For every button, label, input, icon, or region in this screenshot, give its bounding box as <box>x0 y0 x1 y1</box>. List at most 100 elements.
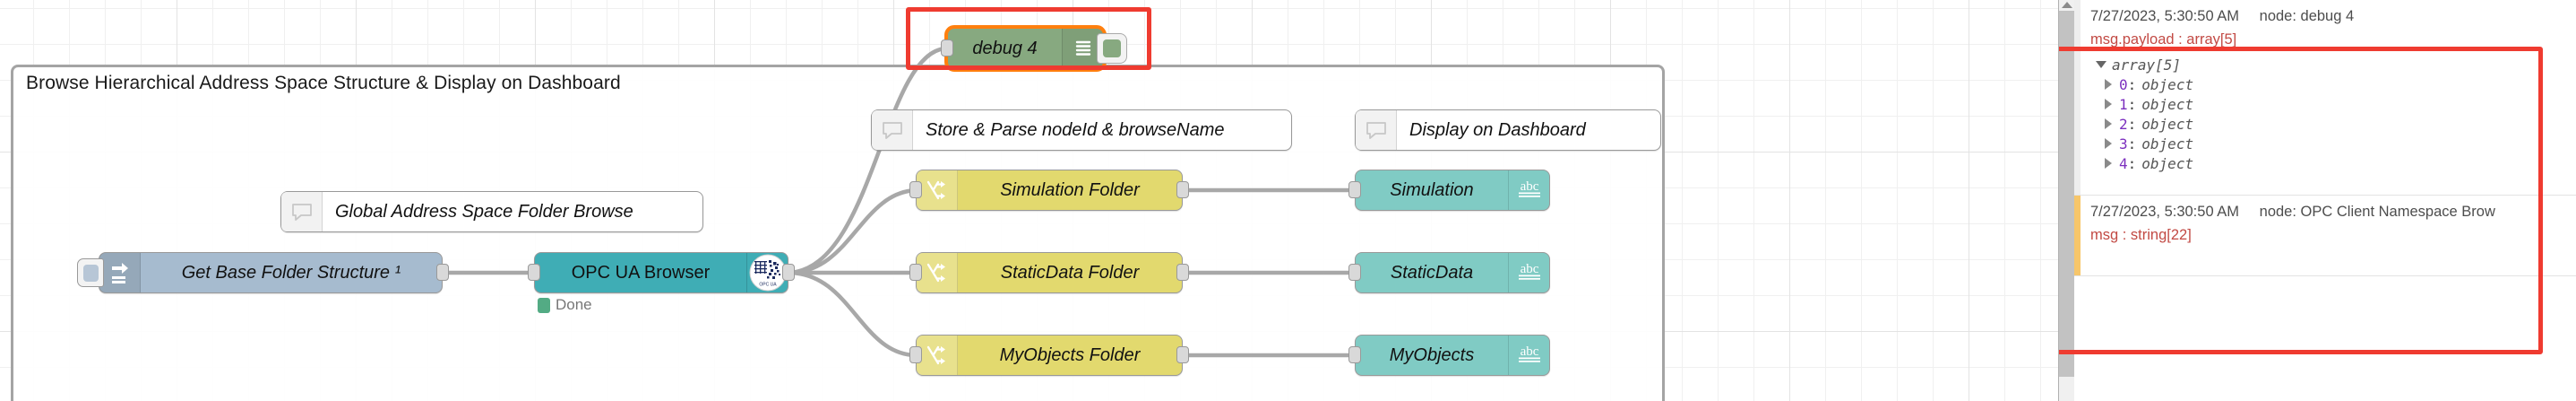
node-output-port[interactable] <box>1176 181 1189 198</box>
tree-colon: : <box>2127 154 2137 172</box>
node-input-port[interactable] <box>1348 264 1361 281</box>
group-title: Browse Hierarchical Address Space Struct… <box>26 73 621 93</box>
debug-message-list[interactable]: 7/27/2023, 5:30:50 AM node: debug 4 msg.… <box>2074 0 2576 401</box>
message-type-bar <box>2074 196 2081 275</box>
caret-down-icon[interactable] <box>2096 61 2106 68</box>
debug-enable-button[interactable] <box>1097 33 1127 64</box>
caret-right-icon[interactable] <box>2105 99 2112 109</box>
tree-root-label: array[5] <box>2112 56 2182 74</box>
tree-row[interactable]: 3 : object <box>2090 134 2565 153</box>
node-debug-4[interactable]: debug 4 <box>941 25 1127 72</box>
debug-scrollbar[interactable] <box>2059 0 2074 401</box>
debug-message[interactable]: 7/27/2023, 5:30:50 AM node: OPC Client N… <box>2074 196 2576 276</box>
node-input-port[interactable] <box>909 181 922 198</box>
node-output-port[interactable] <box>782 264 795 281</box>
tree-value: object <box>2141 115 2194 133</box>
svg-text:abc: abc <box>1520 262 1538 276</box>
flow-canvas[interactable]: Browse Hierarchical Address Space Struct… <box>0 0 2058 401</box>
node-output-port[interactable] <box>436 264 449 281</box>
caret-right-icon[interactable] <box>2105 158 2112 169</box>
tree-row-root[interactable]: array[5] <box>2090 55 2565 74</box>
tree-key: 4 <box>2119 154 2128 172</box>
change-icon <box>917 170 958 210</box>
status-label: Done <box>556 296 592 313</box>
message-timestamp: 7/27/2023, 5:30:50 AM <box>2090 204 2240 220</box>
node-output-port[interactable] <box>1176 346 1189 363</box>
node-change-simulation-folder[interactable]: Simulation Folder <box>909 170 1189 211</box>
node-label: MyObjects <box>1389 344 1475 365</box>
node-comment-display-dashboard[interactable]: Display on Dashboard <box>1355 109 1661 151</box>
message-source-node: node: debug 4 <box>2259 8 2355 24</box>
node-label: Simulation <box>1390 179 1474 200</box>
node-label: Get Base Folder Structure ¹ <box>181 262 401 283</box>
tree-colon: : <box>2127 115 2137 133</box>
tree-key: 1 <box>2119 95 2128 113</box>
node-comment-global-browse[interactable]: Global Address Space Folder Browse <box>280 191 703 232</box>
svg-text:abc: abc <box>1520 179 1538 194</box>
tree-key: 0 <box>2119 75 2128 93</box>
message-property: msg : string[22] <box>2090 227 2192 243</box>
node-opc-ua-browser[interactable]: OPC UA Browser <box>528 252 795 293</box>
node-input-port[interactable] <box>1348 346 1361 363</box>
debug-list-icon <box>1062 29 1103 68</box>
status-dot <box>538 297 550 313</box>
comment-icon <box>1356 110 1397 150</box>
tree-colon: : <box>2127 75 2137 93</box>
node-ui-staticdata[interactable]: StaticData abc <box>1348 252 1550 293</box>
caret-right-icon[interactable] <box>2105 79 2112 90</box>
node-label: StaticData Folder <box>1000 262 1140 283</box>
comment-icon <box>281 192 323 231</box>
opc-ua-logo-icon: OPC UA <box>746 253 788 292</box>
node-change-myobjects-folder[interactable]: MyObjects Folder <box>909 335 1189 376</box>
debug-sidebar: 7/27/2023, 5:30:50 AM node: debug 4 msg.… <box>2058 0 2576 401</box>
node-output-port[interactable] <box>1176 264 1189 281</box>
node-label: Display on Dashboard <box>1409 119 1586 140</box>
message-property: msg.payload : array[5] <box>2090 31 2237 48</box>
svg-text:abc: abc <box>1520 344 1538 359</box>
tree-colon: : <box>2127 95 2137 113</box>
tree-row[interactable]: 1 : object <box>2090 94 2565 114</box>
svg-text:OPC UA: OPC UA <box>759 283 777 288</box>
node-label: MyObjects Folder <box>999 344 1141 365</box>
node-input-port[interactable] <box>528 264 540 281</box>
node-inject-get-base-folder-structure[interactable]: Get Base Folder Structure ¹ <box>77 252 449 293</box>
abc-text-icon: abc <box>1508 253 1549 292</box>
tree-value: object <box>2141 75 2194 93</box>
message-timestamp: 7/27/2023, 5:30:50 AM <box>2090 8 2240 24</box>
node-label: Global Address Space Folder Browse <box>335 201 633 222</box>
caret-right-icon[interactable] <box>2105 138 2112 149</box>
tree-row[interactable]: 2 : object <box>2090 114 2565 134</box>
node-change-staticdata-folder[interactable]: StaticData Folder <box>909 252 1189 293</box>
node-label: StaticData <box>1390 262 1474 283</box>
scroll-up-arrow-icon[interactable] <box>2062 2 2072 8</box>
node-ui-simulation[interactable]: Simulation abc <box>1348 170 1550 211</box>
inject-trigger-button[interactable] <box>77 258 104 287</box>
node-comment-store-parse[interactable]: Store & Parse nodeId & browseName <box>871 109 1292 151</box>
node-input-port[interactable] <box>909 264 922 281</box>
node-input-port[interactable] <box>909 346 922 363</box>
tree-row[interactable]: 4 : object <box>2090 153 2565 173</box>
node-input-port[interactable] <box>1348 181 1361 198</box>
change-icon <box>917 336 958 375</box>
tree-key: 3 <box>2119 135 2128 153</box>
abc-text-icon: abc <box>1508 336 1549 375</box>
caret-right-icon[interactable] <box>2105 118 2112 129</box>
node-input-port[interactable] <box>941 39 953 57</box>
message-header: 7/27/2023, 5:30:50 AM node: OPC Client N… <box>2090 204 2565 221</box>
node-label: Simulation Folder <box>1000 179 1140 200</box>
comment-icon <box>872 110 913 150</box>
tree-value: object <box>2141 135 2194 153</box>
tree-value: object <box>2141 95 2194 113</box>
node-status-done: Done <box>538 296 592 314</box>
tree-row[interactable]: 0 : object <box>2090 74 2565 94</box>
tree-key: 2 <box>2119 115 2128 133</box>
inject-arrow-icon <box>99 253 141 292</box>
message-tree[interactable]: array[5] 0 : object 1 : object <box>2090 55 2565 173</box>
scrollbar-thumb[interactable] <box>2059 11 2074 377</box>
debug-message[interactable]: 7/27/2023, 5:30:50 AM node: debug 4 msg.… <box>2074 0 2576 196</box>
tree-colon: : <box>2127 135 2137 153</box>
message-type-bar <box>2074 0 2081 195</box>
node-ui-myobjects[interactable]: MyObjects abc <box>1348 335 1550 376</box>
message-header: 7/27/2023, 5:30:50 AM node: debug 4 <box>2090 8 2565 25</box>
